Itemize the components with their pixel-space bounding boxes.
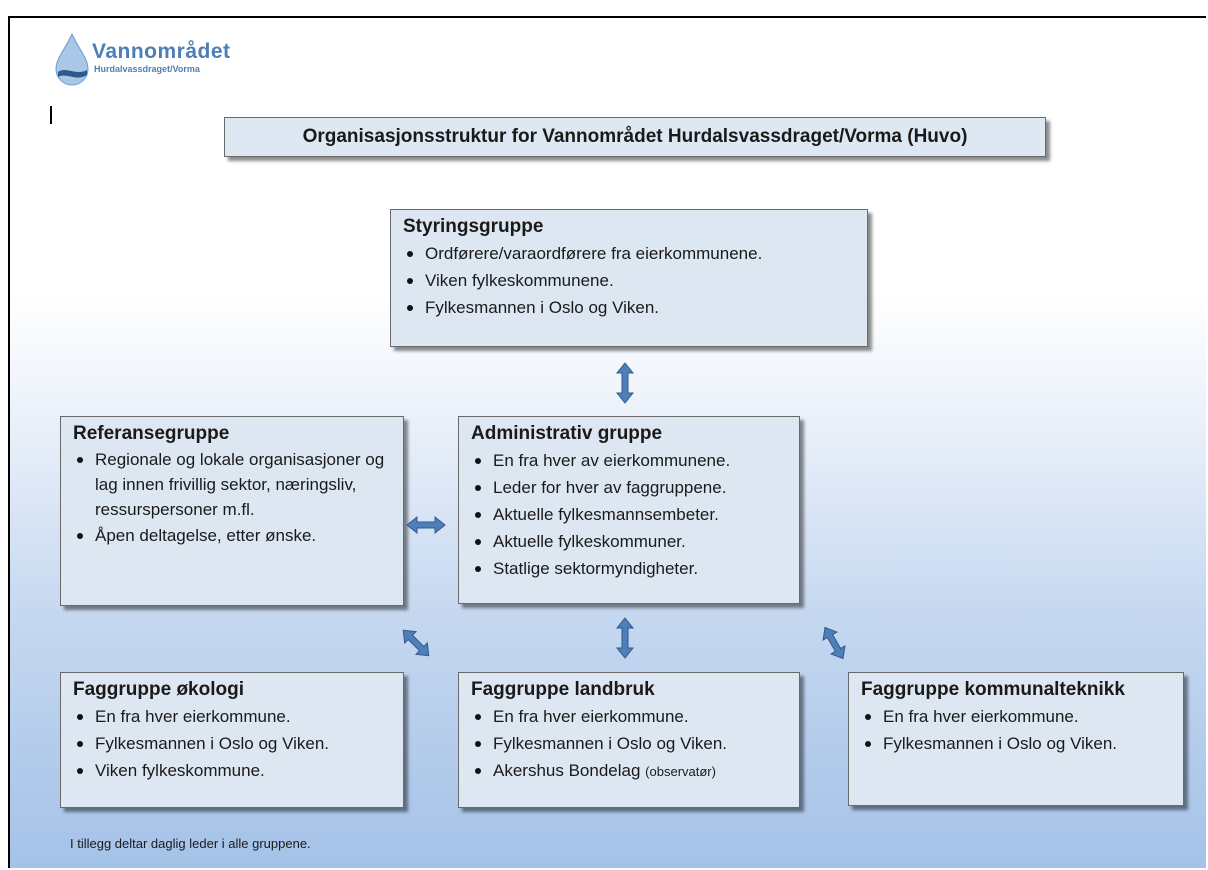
box-title: Styringsgruppe — [403, 216, 544, 237]
double-arrow-icon — [615, 617, 635, 659]
list-item: En fra hver eierkommune. — [471, 703, 789, 730]
box-list: En fra hver eierkommune. Fylkesmannen i … — [73, 703, 393, 784]
footnote: I tillegg deltar daglig leder i alle gru… — [70, 836, 311, 851]
text-cursor — [50, 106, 52, 124]
list-item: Leder for hver av faggruppene. — [471, 474, 789, 501]
list-item: Fylkesmannen i Oslo og Viken. — [73, 730, 393, 757]
box-title: Faggruppe landbruk — [471, 679, 655, 700]
list-item: Aktuelle fylkeskommuner. — [471, 528, 789, 555]
diagram-frame: Vannområdet Hurdalvassdraget/Vorma Organ… — [8, 16, 1206, 868]
list-item: En fra hver eierkommune. — [73, 703, 393, 730]
list-item: Fylkesmannen i Oslo og Viken. — [403, 294, 857, 321]
box-administrativ-gruppe: Administrativ gruppe En fra hver av eier… — [458, 416, 800, 604]
list-item: En fra hver eierkommune. — [861, 703, 1173, 730]
list-item: Åpen deltagelse, etter ønske. — [73, 522, 393, 549]
double-arrow-icon — [402, 629, 430, 657]
box-faggruppe-landbruk: Faggruppe landbruk En fra hver eierkommu… — [458, 672, 800, 808]
water-drop-icon — [55, 32, 89, 86]
box-referansegruppe: Referansegruppe Regionale og lokale orga… — [60, 416, 404, 606]
box-title: Faggruppe kommunalteknikk — [861, 679, 1125, 700]
list-item: Regionale og lokale organisasjoner og la… — [73, 447, 393, 522]
logo-name: Vannområdet — [92, 40, 231, 63]
box-list: En fra hver av eierkommunene. Leder for … — [471, 447, 789, 582]
list-item: Viken fylkeskommunene. — [403, 267, 857, 294]
double-arrow-icon — [615, 362, 635, 404]
list-item: Statlige sektormyndigheter. — [471, 555, 789, 582]
list-item: Ordførere/varaordførere fra eierkommunen… — [403, 240, 857, 267]
box-list: Ordførere/varaordførere fra eierkommunen… — [403, 240, 857, 321]
box-list: En fra hver eierkommune. Fylkesmannen i … — [861, 703, 1173, 757]
observer-note: (observatør) — [645, 764, 716, 779]
box-title: Faggruppe økologi — [73, 679, 244, 700]
list-item-text: Akershus Bondelag — [493, 761, 641, 780]
list-item: Aktuelle fylkesmannsembeter. — [471, 501, 789, 528]
box-faggruppe-kommunalteknikk: Faggruppe kommunalteknikk En fra hver ei… — [848, 672, 1184, 806]
list-item: Akershus Bondelag (observatør) — [471, 757, 789, 785]
box-title: Administrativ gruppe — [471, 423, 663, 444]
box-list: Regionale og lokale organisasjoner og la… — [73, 447, 393, 549]
diagram-title: Organisasjonsstruktur for Vannområdet Hu… — [224, 117, 1046, 157]
list-item: Fylkesmannen i Oslo og Viken. — [861, 730, 1173, 757]
box-styringsgruppe: Styringsgruppe Ordførere/varaordførere f… — [390, 209, 868, 347]
box-list: En fra hver eierkommune. Fylkesmannen i … — [471, 703, 789, 785]
double-arrow-icon — [406, 515, 446, 535]
logo-subtitle: Hurdalvassdraget/Vorma — [94, 64, 200, 74]
list-item: Viken fylkeskommune. — [73, 757, 393, 784]
box-faggruppe-okologi: Faggruppe økologi En fra hver eierkommun… — [60, 672, 404, 808]
box-title: Referansegruppe — [73, 423, 230, 444]
list-item: Fylkesmannen i Oslo og Viken. — [471, 730, 789, 757]
list-item: En fra hver av eierkommunene. — [471, 447, 789, 474]
double-arrow-icon — [822, 626, 846, 660]
